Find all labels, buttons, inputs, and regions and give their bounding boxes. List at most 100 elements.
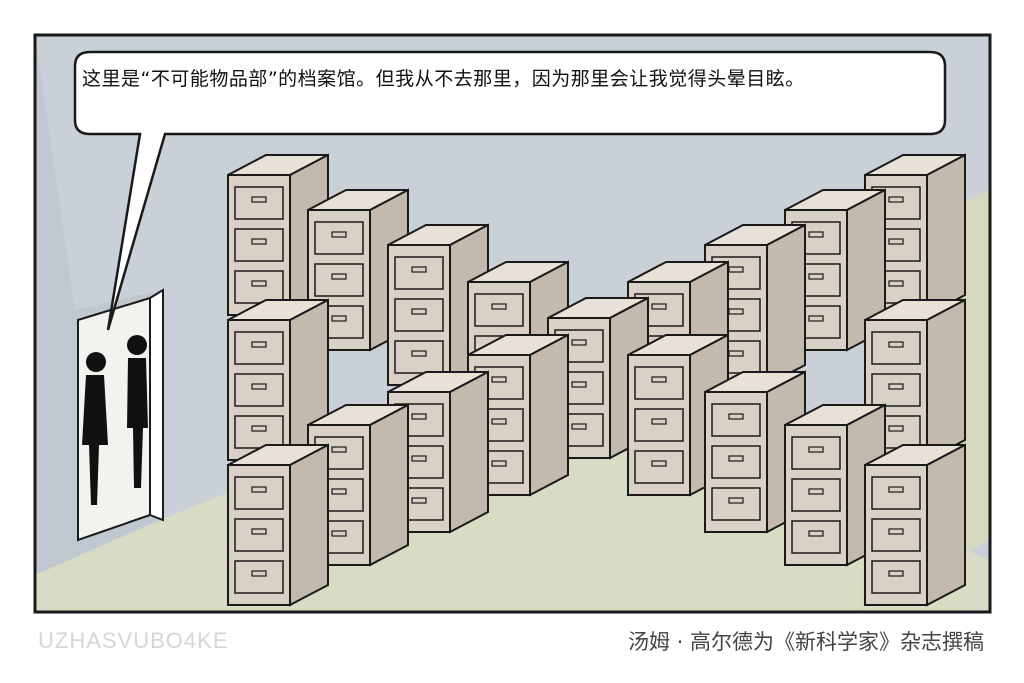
drawer-handle bbox=[331, 315, 347, 322]
drawer-handle bbox=[411, 266, 427, 273]
drawer bbox=[871, 476, 921, 510]
credit-line: 汤姆 · 高尔德为《新科学家》杂志撰稿 bbox=[627, 630, 984, 654]
cabinet-side bbox=[766, 223, 806, 387]
drawer-handle bbox=[251, 196, 267, 203]
cabinet-front bbox=[227, 464, 291, 606]
drawer-handle bbox=[651, 303, 667, 310]
drawer-handle bbox=[331, 530, 347, 537]
drawer bbox=[711, 487, 761, 521]
drawer bbox=[474, 293, 524, 327]
drawer bbox=[871, 331, 921, 365]
drawer bbox=[791, 436, 841, 470]
watermark: UZHASVUBO4KE bbox=[38, 628, 229, 653]
drawer bbox=[314, 263, 364, 297]
drawer bbox=[234, 331, 284, 365]
figure-left bbox=[82, 352, 108, 505]
drawer-handle bbox=[491, 418, 507, 425]
drawer-handle bbox=[888, 528, 904, 535]
cabinet-side bbox=[369, 403, 409, 567]
drawer bbox=[711, 445, 761, 479]
drawer-handle bbox=[251, 280, 267, 287]
drawer bbox=[394, 256, 444, 290]
cabinet-side bbox=[529, 333, 569, 497]
drawer bbox=[394, 340, 444, 374]
cabinet-side bbox=[926, 153, 966, 317]
cabinet-front bbox=[704, 391, 768, 533]
drawer-handle bbox=[888, 486, 904, 493]
drawer bbox=[634, 408, 684, 442]
drawer-handle bbox=[331, 446, 347, 453]
figure-right bbox=[127, 335, 148, 488]
drawer-handle bbox=[571, 423, 587, 430]
drawer bbox=[791, 478, 841, 512]
drawer bbox=[711, 403, 761, 437]
drawer-handle bbox=[331, 231, 347, 238]
drawer-handle bbox=[728, 455, 744, 462]
cabinet-front bbox=[227, 319, 291, 461]
drawer-handle bbox=[331, 273, 347, 280]
cabinet-side bbox=[926, 298, 966, 462]
drawer-handle bbox=[651, 460, 667, 467]
drawer bbox=[634, 450, 684, 484]
cabinet-front bbox=[227, 174, 291, 316]
drawer-handle bbox=[808, 530, 824, 537]
drawer-handle bbox=[491, 303, 507, 310]
drawer-handle bbox=[808, 315, 824, 322]
drawer bbox=[871, 518, 921, 552]
drawer-handle bbox=[331, 488, 347, 495]
drawer-handle bbox=[888, 238, 904, 245]
drawer-handle bbox=[888, 280, 904, 287]
drawer-handle bbox=[808, 273, 824, 280]
drawer-handle bbox=[571, 339, 587, 346]
drawer-handle bbox=[411, 497, 427, 504]
drawer bbox=[871, 373, 921, 407]
cabinet-front bbox=[387, 244, 451, 386]
cabinet-side bbox=[449, 370, 489, 534]
drawer-handle bbox=[411, 350, 427, 357]
drawer-handle bbox=[411, 413, 427, 420]
drawer-handle bbox=[491, 376, 507, 383]
drawer-handle bbox=[728, 413, 744, 420]
drawer bbox=[791, 520, 841, 554]
drawer-handle bbox=[888, 196, 904, 203]
filing-cabinets bbox=[227, 153, 966, 607]
drawer-handle bbox=[808, 488, 824, 495]
drawer bbox=[234, 373, 284, 407]
speech-bubble-text: 这里是“不可能物品部”的档案馆。但我从不去那里，因为那里会让我觉得头晕目眩。 bbox=[82, 68, 805, 90]
drawer bbox=[234, 228, 284, 262]
drawer-handle bbox=[808, 231, 824, 238]
drawer-handle bbox=[888, 570, 904, 577]
drawer-handle bbox=[251, 528, 267, 535]
drawer-handle bbox=[651, 418, 667, 425]
drawer-handle bbox=[251, 425, 267, 432]
drawer-handle bbox=[728, 497, 744, 504]
drawer bbox=[234, 186, 284, 220]
drawer bbox=[871, 560, 921, 594]
drawer-handle bbox=[808, 446, 824, 453]
cabinet-front bbox=[627, 354, 691, 496]
cabinet-side bbox=[926, 443, 966, 607]
drawer-handle bbox=[251, 238, 267, 245]
drawer-handle bbox=[411, 308, 427, 315]
drawer bbox=[234, 476, 284, 510]
drawer-handle bbox=[888, 383, 904, 390]
drawer-handle bbox=[411, 455, 427, 462]
cabinet-side bbox=[289, 443, 329, 607]
cabinet-front bbox=[784, 424, 848, 566]
drawer-handle bbox=[491, 460, 507, 467]
drawer bbox=[314, 221, 364, 255]
drawer bbox=[394, 298, 444, 332]
drawer bbox=[234, 560, 284, 594]
speech-bubble-shape bbox=[73, 50, 947, 331]
drawer-handle bbox=[651, 376, 667, 383]
drawer-handle bbox=[251, 383, 267, 390]
drawer-handle bbox=[251, 341, 267, 348]
drawer-handle bbox=[888, 341, 904, 348]
drawer-handle bbox=[251, 570, 267, 577]
drawer bbox=[634, 366, 684, 400]
panel-border bbox=[33, 33, 992, 614]
drawer-handle bbox=[888, 425, 904, 432]
cabinet-front bbox=[864, 464, 928, 606]
drawer-handle bbox=[251, 486, 267, 493]
